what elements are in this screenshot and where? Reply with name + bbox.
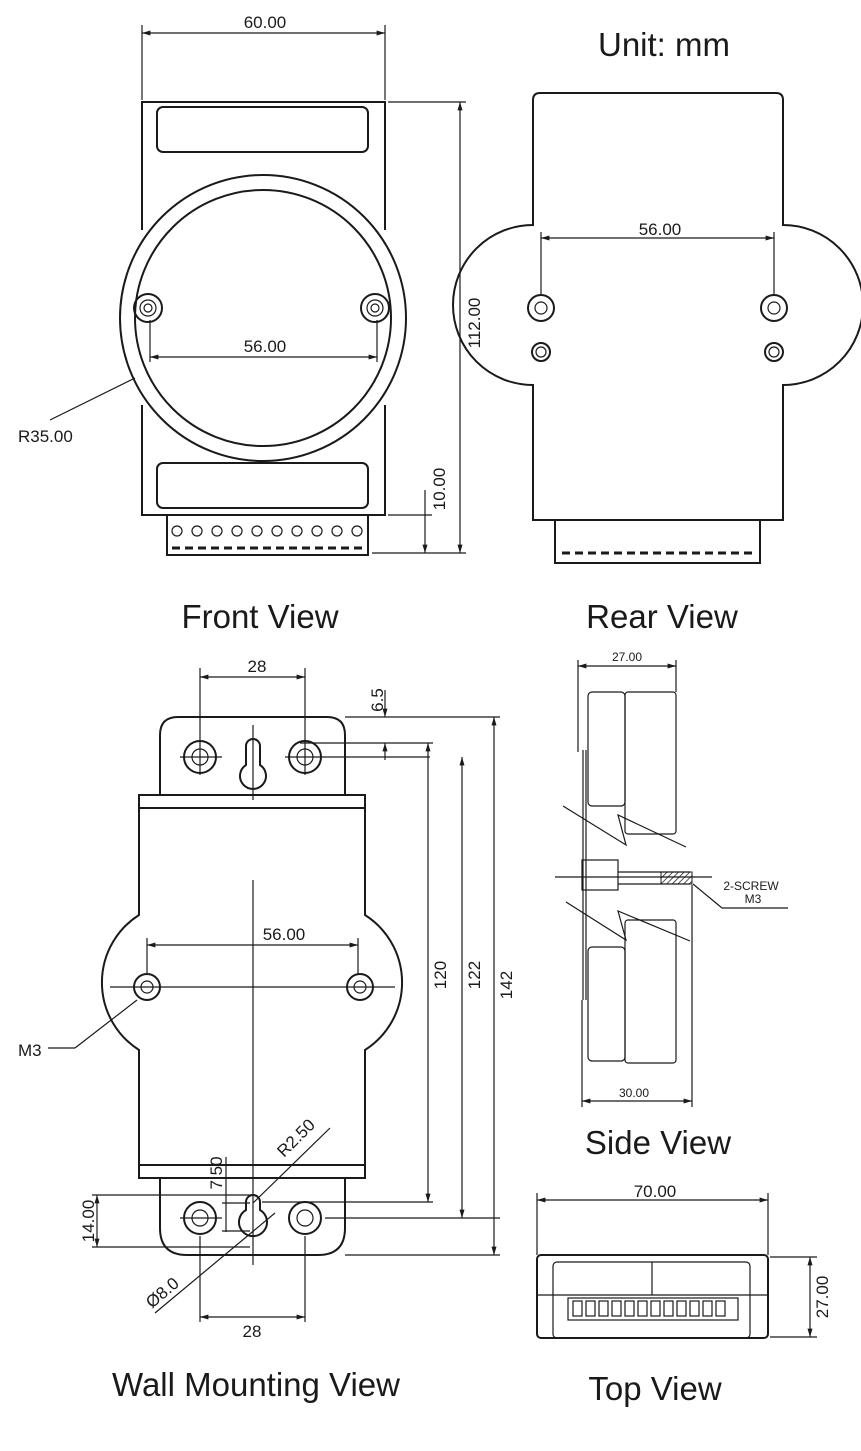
svg-text:120: 120 bbox=[431, 961, 450, 989]
svg-text:112.00: 112.00 bbox=[465, 298, 484, 349]
svg-text:122: 122 bbox=[465, 961, 484, 989]
svg-text:10.00: 10.00 bbox=[430, 468, 449, 511]
front-view: 56.00 60.00 112.00 10.00 R35.00 Front Vi… bbox=[18, 13, 484, 635]
side-view: 27.00 2-SCREW M3 30.00 Side View bbox=[555, 650, 788, 1161]
screw-hole-icon bbox=[760, 294, 788, 322]
svg-text:7.50: 7.50 bbox=[207, 1156, 226, 1189]
terminal-slots bbox=[572, 1300, 726, 1317]
svg-text:14.00: 14.00 bbox=[79, 1200, 98, 1243]
screw-hole-icon bbox=[527, 294, 555, 322]
screw-hole-icon bbox=[360, 293, 390, 323]
keyhole-icon bbox=[239, 738, 267, 790]
svg-text:70.00: 70.00 bbox=[634, 1182, 677, 1201]
top-view-title: Top View bbox=[588, 1370, 721, 1407]
terminal-screws bbox=[171, 525, 363, 537]
svg-text:60.00: 60.00 bbox=[244, 13, 287, 32]
svg-text:6.5: 6.5 bbox=[368, 688, 387, 712]
mount-hole-icon bbox=[288, 1201, 322, 1235]
unit-label: Unit: mm bbox=[598, 26, 730, 63]
wall-view-title: Wall Mounting View bbox=[112, 1366, 400, 1403]
wall-mounting-view: 28 6.5 120 122 142 56.00 M3 14.00 7.50 R… bbox=[18, 657, 516, 1403]
svg-text:28: 28 bbox=[248, 657, 267, 676]
rear-view: 56.00 Rear View bbox=[452, 92, 861, 635]
keyhole-icon bbox=[238, 1194, 268, 1238]
svg-text:28: 28 bbox=[243, 1322, 262, 1341]
top-view: 70.00 27.00 Top View bbox=[536, 1182, 832, 1407]
svg-text:M3: M3 bbox=[745, 892, 762, 906]
svg-text:M3: M3 bbox=[18, 1041, 42, 1060]
svg-text:56.00: 56.00 bbox=[639, 220, 682, 239]
svg-text:27.00: 27.00 bbox=[813, 1276, 832, 1319]
svg-text:142: 142 bbox=[497, 971, 516, 999]
svg-text:56.00: 56.00 bbox=[263, 925, 306, 944]
svg-text:R35.00: R35.00 bbox=[18, 427, 73, 446]
front-view-title: Front View bbox=[181, 598, 338, 635]
screw-hole-icon bbox=[133, 293, 163, 323]
side-view-title: Side View bbox=[585, 1124, 731, 1161]
svg-text:27.00: 27.00 bbox=[612, 650, 642, 664]
svg-text:R2.50: R2.50 bbox=[273, 1115, 319, 1161]
rear-view-title: Rear View bbox=[586, 598, 738, 635]
svg-text:30.00: 30.00 bbox=[619, 1086, 649, 1100]
svg-text:2-SCREW: 2-SCREW bbox=[723, 879, 779, 893]
svg-text:56.00: 56.00 bbox=[244, 337, 287, 356]
